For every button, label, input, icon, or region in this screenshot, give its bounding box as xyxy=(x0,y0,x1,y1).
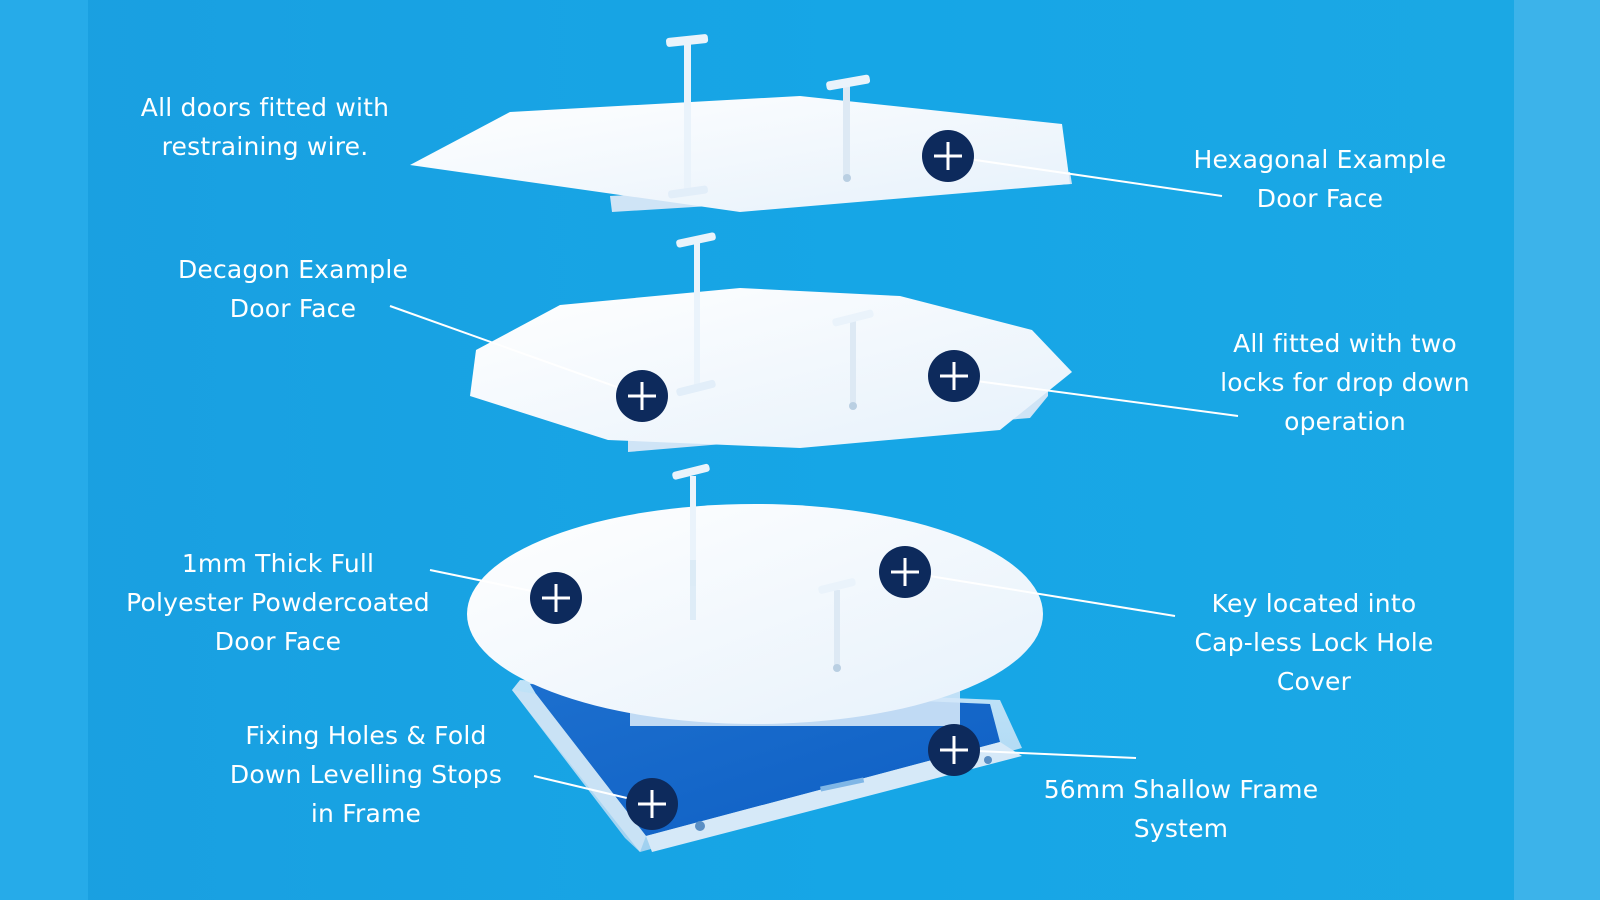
hexagonal-door xyxy=(410,34,1072,212)
label-line: Hexagonal Example xyxy=(1193,145,1447,174)
hotspot-key-located[interactable] xyxy=(879,546,931,598)
label-decagon: Decagon Example Door Face xyxy=(150,250,436,328)
leader-line-decagon xyxy=(389,305,643,397)
lock-spindle-right xyxy=(818,578,856,672)
left-margin-band xyxy=(0,0,88,900)
label-line: System xyxy=(1133,814,1229,843)
label-line: Fixing Holes & Fold xyxy=(245,721,487,750)
label-line: operation xyxy=(1284,407,1406,436)
label-line: Down Levelling Stops xyxy=(229,760,503,789)
hotspot-shallow-frame[interactable] xyxy=(928,724,980,776)
leader-line-hexagonal xyxy=(947,155,1223,197)
leader-line-shallow-frame xyxy=(953,749,1137,759)
hotspot-fixing-holes[interactable] xyxy=(626,778,678,830)
label-line: Decagon Example xyxy=(177,255,409,284)
lock-spindle-left xyxy=(672,463,710,620)
label-line: 1mm Thick Full xyxy=(181,549,375,578)
lock-spindle-right xyxy=(832,309,874,410)
label-line: Door Face xyxy=(1256,184,1384,213)
hotspot-powdercoated[interactable] xyxy=(530,572,582,624)
lock-spindle-right xyxy=(826,74,871,182)
label-fixing-holes: Fixing Holes & Fold Down Levelling Stops… xyxy=(210,716,522,833)
label-line: All fitted with two xyxy=(1233,329,1457,358)
label-line: All doors fitted with xyxy=(140,93,390,122)
lock-spindle-left xyxy=(676,232,716,397)
label-line: restraining wire. xyxy=(161,132,369,161)
label-powdercoated: 1mm Thick Full Polyester Powdercoated Do… xyxy=(108,544,448,661)
leader-line-two-locks xyxy=(953,377,1239,417)
lock-spindle-left xyxy=(665,34,709,199)
label-line: 56mm Shallow Frame xyxy=(1043,775,1319,804)
label-line: Key located into xyxy=(1211,589,1417,618)
label-restraining-wire: All doors fitted with restraining wire. xyxy=(120,88,410,166)
right-margin-band xyxy=(1514,0,1600,900)
hotspot-hexagonal[interactable] xyxy=(922,130,974,182)
hotspot-decagon[interactable] xyxy=(616,370,668,422)
label-shallow-frame: 56mm Shallow Frame System xyxy=(1026,770,1336,848)
label-line: locks for drop down xyxy=(1220,368,1470,397)
label-key-located: Key located into Cap-less Lock Hole Cove… xyxy=(1164,584,1464,701)
leader-lines xyxy=(389,155,1239,805)
label-line: Cap-less Lock Hole xyxy=(1194,628,1434,657)
label-line: in Frame xyxy=(310,799,422,828)
label-line: Cover xyxy=(1276,667,1352,696)
label-two-locks: All fitted with two locks for drop down … xyxy=(1190,324,1500,441)
label-hexagonal: Hexagonal Example Door Face xyxy=(1170,140,1470,218)
hotspot-two-locks[interactable] xyxy=(928,350,980,402)
label-line: Door Face xyxy=(214,627,342,656)
label-line: Door Face xyxy=(229,294,357,323)
label-line: Polyester Powdercoated xyxy=(126,588,430,617)
decagon-door xyxy=(470,232,1072,452)
leader-line-key-located xyxy=(904,571,1176,617)
